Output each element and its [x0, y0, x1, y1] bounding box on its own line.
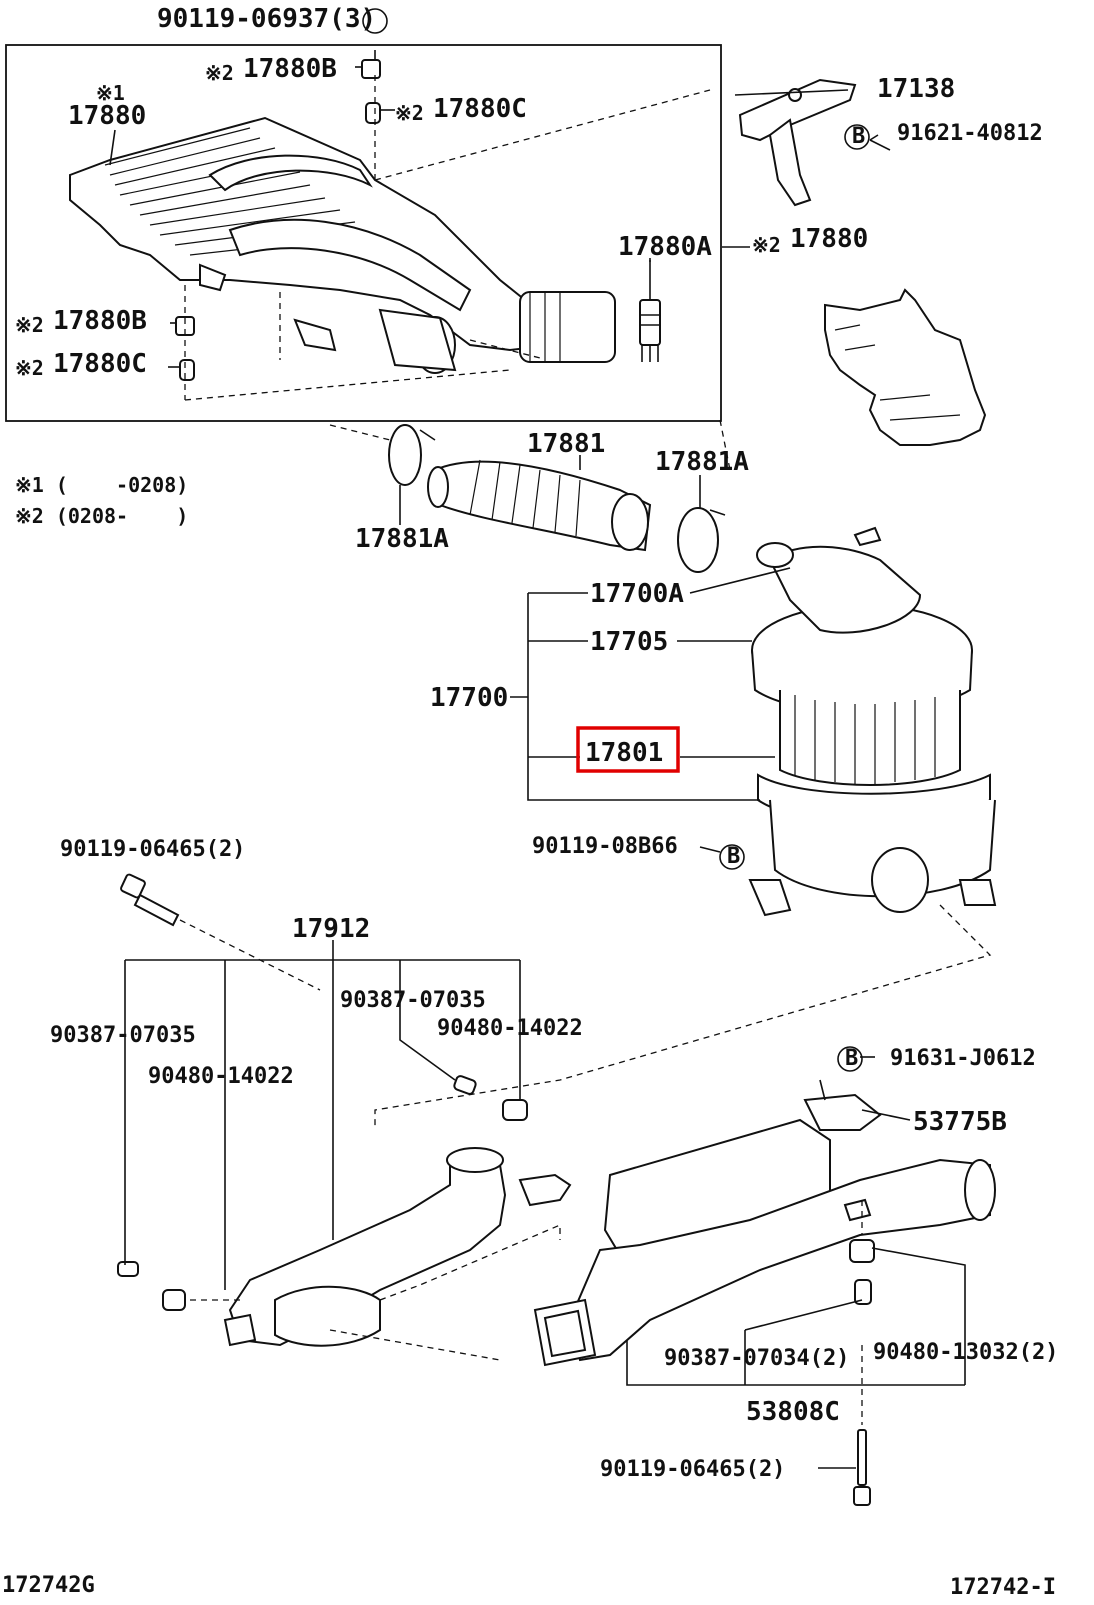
- mark-star2-17880C-top: ※2: [395, 101, 424, 125]
- label-90387-07035-left: 90387-07035: [50, 1023, 196, 1048]
- label-17880C-left: 17880C: [53, 349, 147, 379]
- mark-star2-17880C-left: ※2: [15, 356, 44, 380]
- label-17880B-left: 17880B: [53, 306, 147, 336]
- clamp-17881A-right: [677, 507, 719, 573]
- collar-17880C-left: [179, 359, 195, 381]
- label-17700A: 17700A: [590, 579, 684, 609]
- mark-star2-17880B-top: ※2: [205, 61, 234, 85]
- diagram-code-left: 172742G: [2, 1573, 95, 1598]
- label-90387-07035-mid: 90387-07035: [340, 988, 486, 1013]
- circle-b-ring-91621: [844, 124, 870, 150]
- bracket-17138-drawing: [738, 78, 857, 207]
- duct-53808C-drawing: [533, 1118, 996, 1367]
- label-91621-40812: 91621-40812: [897, 121, 1043, 146]
- grommet-17880B-top: [361, 59, 381, 79]
- circle-b-ring-06937: [362, 8, 388, 34]
- label-17700: 17700: [430, 683, 508, 713]
- clamp-17881A-left: [388, 424, 422, 486]
- throttle-body-drawing: [824, 288, 987, 446]
- mark-star2-17880-right: ※2: [752, 233, 781, 257]
- assembly-box-frame: [5, 44, 722, 422]
- collar-90387-07034: [854, 1279, 872, 1305]
- mark-star1-17880: ※1: [96, 81, 125, 105]
- label-17705: 17705: [590, 627, 668, 657]
- label-17880-right: 17880: [790, 224, 868, 254]
- diagram-code-right: 172742-I: [950, 1575, 1056, 1600]
- label-17881A-left: 17881A: [355, 524, 449, 554]
- mark-star2-17880B-left: ※2: [15, 313, 44, 337]
- highlight-box-17801: [576, 726, 680, 773]
- air-cleaner-drawing: [748, 526, 997, 917]
- collar-90387-07035-mid: [453, 1075, 477, 1095]
- air-intake-duct-drawing: [69, 116, 616, 374]
- label-53808C: 53808C: [746, 1397, 840, 1427]
- clip-17880A-drawing: [639, 260, 661, 362]
- cushion-90480-14022-left: [162, 1289, 186, 1311]
- label-17881A-right: 17881A: [655, 447, 749, 477]
- bolt-90119-06465-bottom: [853, 1429, 871, 1506]
- label-90387-07034: 90387-07034(2): [664, 1346, 849, 1371]
- circle-b-91621: B: [852, 124, 865, 149]
- circle-b-08B66: B: [727, 844, 740, 869]
- label-17880C-top: 17880C: [433, 94, 527, 124]
- label-17880: 17880: [68, 101, 146, 131]
- clamp-53775B-drawing: [803, 1079, 882, 1131]
- label-90119-06465-top: 90119-06465(2): [60, 837, 245, 862]
- label-90480-13032: 90480-13032(2): [873, 1340, 1058, 1365]
- label-17880A: 17880A: [618, 232, 712, 262]
- bolt-90119-06465-top: [120, 873, 180, 927]
- label-90480-14022-left: 90480-14022: [148, 1064, 294, 1089]
- label-17801: 17801: [585, 738, 663, 768]
- label-17881: 17881: [527, 429, 605, 459]
- label-90119-06937: 90119-06937(3): [157, 4, 376, 34]
- duct-17912-drawing: [223, 1147, 572, 1347]
- circle-b-91631: B: [845, 1046, 858, 1071]
- cushion-90480-14022-mid: [502, 1099, 528, 1121]
- note-star1-range: ※1 ( -0208): [15, 473, 188, 497]
- label-53775B: 53775B: [913, 1107, 1007, 1137]
- collar-90387-07035-left: [117, 1261, 139, 1277]
- label-17880B-top: 17880B: [243, 54, 337, 84]
- collar-17880C-top: [365, 102, 381, 124]
- cushion-90480-13032: [849, 1239, 875, 1263]
- circle-b-ring-91631: [837, 1046, 863, 1072]
- label-90119-08B66: 90119-08B66: [532, 834, 678, 859]
- note-star2-range: ※2 (0208- ): [15, 504, 188, 528]
- label-91631-J0612: 91631-J0612: [890, 1046, 1036, 1071]
- hose-17881-drawing: [427, 459, 652, 552]
- label-17138: 17138: [877, 74, 955, 104]
- circle-b-ring-08B66: [719, 844, 745, 870]
- label-90480-14022-mid: 90480-14022: [437, 1016, 583, 1041]
- label-90119-06465-bottom: 90119-06465(2): [600, 1457, 785, 1482]
- label-17912: 17912: [292, 914, 370, 944]
